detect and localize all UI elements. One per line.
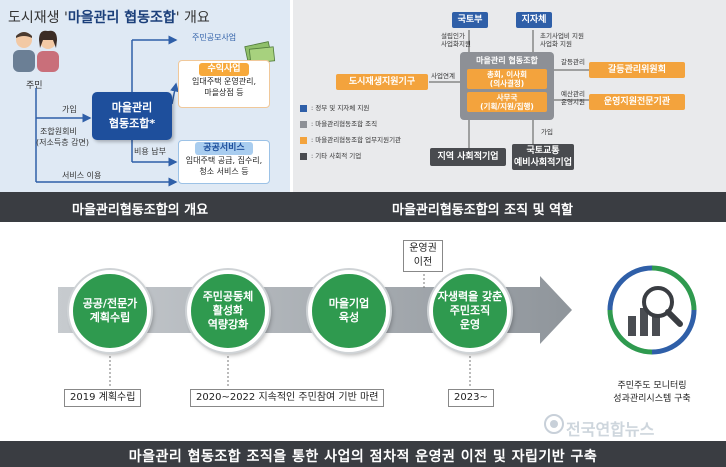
- general-meeting-box: 총회, 이사회(의사결정): [467, 69, 547, 89]
- overview-title: 도시재생 '마을관리 협동조합' 개요: [8, 10, 210, 26]
- legend-item: : 정부 및 지자체 지원: [300, 102, 401, 112]
- bottom-caption: 마을관리 협동조합 조직을 통한 사업의 점차적 운영권 이전 및 자립기반 구…: [128, 449, 598, 465]
- monitoring-caption: 주민주도 모니터링 성과관리시스템 구축: [613, 381, 691, 404]
- join-label: 가입: [62, 105, 77, 114]
- molit-box: 국토부: [452, 12, 488, 28]
- legend-item: : 마을관리협동조합 업무지원기관: [300, 134, 401, 144]
- resident-label: 주민: [26, 81, 43, 91]
- village-coop-box: 마을관리 협동조합*: [92, 92, 172, 140]
- legend-item: : 기타 사회적 기업: [300, 150, 401, 160]
- urban-regeneration-support-box: 도시재생지원기구: [336, 74, 428, 90]
- caption-bar: [0, 192, 726, 222]
- stage-label-2020-2022: 2020~2022 지속적인 주민참여 기반 마련: [190, 389, 385, 407]
- monitoring-system-icon: [607, 265, 697, 355]
- overview-caption: 마을관리협동조합의 개요: [72, 203, 209, 218]
- cost-payment-label: 비용 납부: [134, 147, 166, 156]
- coop-organization-box: 마을관리 협동조합 총회, 이사회(의사결정) 사무국(기획/지원/집행): [460, 52, 554, 120]
- public-project-label: 주민공모사업: [192, 33, 237, 42]
- service-use-label: 서비스 이용: [62, 171, 102, 180]
- conflict-management-label: 갈등관리: [561, 58, 585, 66]
- news-watermark: 전국연합뉴스: [566, 420, 655, 439]
- business-link-label: 사업연계: [431, 72, 455, 80]
- organization-caption: 마을관리협동조합의 조직 및 역할: [392, 203, 574, 218]
- handover-box: 운영권 이전: [403, 240, 443, 272]
- union-fee-label: 조합원회비: [40, 127, 77, 136]
- residents-illustration: [13, 30, 59, 72]
- revenue-header: 수익사업: [199, 63, 249, 76]
- local-government-box: 지자체: [516, 12, 552, 28]
- join-label-right: 가입: [541, 128, 553, 136]
- legend-item: : 마을관리협동조합 조직: [300, 118, 401, 128]
- revenue-business-box: 수익사업 임대주택 운영관리, 마을상점 등: [178, 60, 270, 108]
- operation-support-agency-box: 운영지원전문기관: [589, 94, 685, 110]
- local-social-enterprise-box: 지역 사회적기업: [430, 148, 506, 166]
- secretariat-box: 사무국(기획/지원/집행): [467, 92, 547, 112]
- stage-label-2023: 2023~: [448, 389, 494, 407]
- organization-connectors: [429, 30, 589, 148]
- union-fee-note: (저소득층 감면): [36, 138, 89, 147]
- stage-label-2019: 2019 계획수립: [64, 389, 142, 407]
- bottom-caption-bar: [0, 441, 726, 467]
- public-service-header: 공공서비스: [195, 142, 253, 155]
- news-logo-icon: [544, 414, 564, 434]
- legend: : 정부 및 지자체 지원 : 마을관리협동조합 조직 : 마을관리협동조합 업…: [300, 102, 401, 160]
- public-service-box: 공공서비스 임대주택 공급, 집수리, 청소 서비스 등: [178, 140, 270, 184]
- timeline-arrow: [58, 274, 572, 388]
- overview-flow-arrows: [35, 35, 276, 187]
- conflict-committee-box: 갈등관리위원회: [589, 62, 685, 78]
